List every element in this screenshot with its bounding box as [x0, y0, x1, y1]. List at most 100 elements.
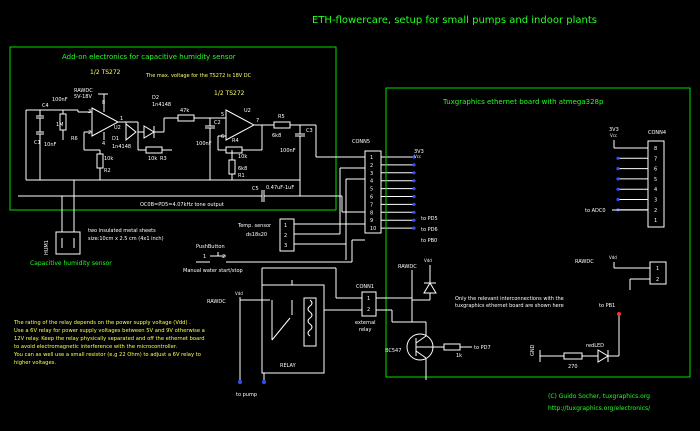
c4-value: 100nF — [52, 97, 68, 103]
conn5-pin-8: 8 — [370, 210, 373, 216]
pushbutton-caption: Manual water start/stop — [183, 268, 243, 274]
u2b-pin5: 5 — [221, 112, 224, 118]
conn4-label: CONN4 — [648, 130, 666, 136]
conn5-pin-dot — [412, 194, 416, 199]
conn5-label: CONN5 — [352, 139, 370, 145]
hum1-label: HUM1 — [44, 240, 50, 255]
d2-diode — [143, 125, 155, 139]
conn4-vcc: Vcc — [610, 133, 617, 138]
addon-rawdc-range: 5V-18V — [74, 94, 92, 100]
external-relay-2: relay — [359, 327, 371, 333]
relay-coil — [303, 297, 317, 347]
external-relay-1: external — [355, 320, 376, 326]
to-pd6-label: to PD6 — [421, 227, 438, 233]
u2a-label: U2 — [114, 125, 121, 131]
conn4-pin-2: 2 — [654, 208, 657, 214]
temp-pin-1: 1 — [284, 223, 287, 229]
opamp-u2b — [225, 109, 256, 141]
board-vdd-2: Vdd — [424, 258, 432, 263]
r2-value: 10k — [104, 156, 113, 162]
red-led — [597, 349, 609, 363]
pump-terminal-1 — [238, 380, 242, 384]
pushbutton-label: PushButton — [196, 244, 225, 250]
r3-resistor — [145, 146, 163, 154]
c5-value: 0.47uF-1uF — [266, 185, 294, 191]
conn5-pin-dot — [412, 171, 416, 175]
sensor-desc-2: size:10cm x 2.5 cm (4x1 inch) — [88, 236, 164, 242]
conn4-header — [647, 140, 665, 228]
conn5-pin-dot — [412, 210, 416, 214]
conn5-pin-1: 1 — [370, 155, 373, 161]
conn5-pin-5: 5 — [370, 187, 373, 193]
relay-note-1: The rating of the relay depends on the p… — [13, 320, 191, 326]
footer-url: http://tuxgraphics.org/electronics/ — [548, 405, 651, 412]
conn5-3v3: 3V3 — [414, 149, 424, 155]
footer-credit: (C) Guido Socher, tuxgraphics.org — [548, 393, 650, 400]
r3-value: 10k — [148, 156, 157, 162]
conn4-pin-dot — [616, 187, 620, 191]
board-note-1: Only the relevant interconnections with … — [455, 296, 564, 302]
d1-label: D1 — [112, 136, 119, 142]
opamp1-label: 1/2 TS272 — [90, 69, 121, 76]
r270-value: 270 — [568, 364, 578, 370]
u2b-pin6: 6 — [221, 134, 224, 140]
to-pump-label: to pump — [236, 392, 257, 398]
conn5-pin-6: 6 — [370, 195, 373, 201]
conn4-pin-8: 8 — [654, 146, 657, 152]
relay — [261, 284, 325, 374]
conn4-pin-6: 6 — [654, 167, 657, 173]
c1-value: 10nF — [44, 142, 57, 148]
c1-label: C1 — [34, 140, 41, 146]
r5-resistor — [273, 121, 291, 129]
addon-frame — [9, 46, 337, 211]
to-pb0-label: to PB0 — [421, 238, 437, 244]
u2a-pin4: 4 — [102, 141, 105, 147]
power-header — [649, 261, 667, 285]
addon-heading: Add-on electronics for capacitive humidi… — [62, 53, 236, 61]
conn4-3v3: 3V3 — [609, 127, 619, 133]
d1-value: 1n4148 — [112, 144, 131, 150]
d2-label: D2 — [152, 95, 159, 101]
power-pin-2: 2 — [656, 277, 659, 283]
conn4-pin-5: 5 — [654, 177, 657, 183]
r2-resistor — [96, 153, 104, 169]
c5-label: C5 — [252, 186, 259, 192]
addon-rawdc: RAWDC — [74, 88, 93, 94]
relay-label: RELAY — [280, 363, 297, 369]
r6-value: 1M — [56, 122, 64, 128]
c3-value: 100nF — [280, 148, 296, 154]
conn4-pin-1: 1 — [654, 218, 657, 224]
r1-label: R1 — [238, 173, 245, 179]
conn4-pin-dot — [616, 156, 620, 160]
conn5-pin-4: 4 — [370, 179, 373, 185]
pb1-junction — [617, 312, 621, 316]
conn5-pin-dot — [412, 226, 416, 230]
conn5-pin-3: 3 — [370, 171, 373, 177]
power-pin-1: 1 — [656, 266, 659, 272]
conn4-pin-7: 7 — [654, 156, 657, 162]
r1k-resistor — [443, 343, 461, 351]
flyback-diode — [423, 282, 437, 294]
r3-label: R3 — [160, 156, 167, 162]
relay-note-6: higher voltages. — [14, 360, 56, 366]
conn5-pin-dot — [412, 155, 416, 159]
sensor-desc-1: two insulated metal sheets — [88, 228, 156, 234]
pushbutton-pin-2: 2 — [222, 254, 225, 260]
temp-sensor-label-1: Temp. sensor — [237, 223, 272, 229]
conn4-pin-4: 4 — [654, 187, 657, 193]
relay-rawdc: RAWDC — [207, 299, 226, 305]
board-rawdc-2: RAWDC — [398, 264, 417, 270]
sensor-caption: Capacitive humidity sensor — [30, 260, 112, 267]
c2-value: 100nF — [196, 141, 212, 147]
conn5-pin-dot — [412, 163, 416, 167]
conn5-pin-dot — [412, 187, 416, 191]
conn5-vcc: Vcc — [414, 154, 421, 159]
conn4-pin-dot — [616, 177, 620, 181]
relay-vdd: Vdd — [235, 291, 243, 296]
conn1-label: CONN1 — [356, 284, 374, 290]
tone-output-label: OC0B=PD5=4.07kHz tone output — [140, 202, 224, 208]
relay-note-2: Use a 6V relay for power supply voltages… — [14, 328, 205, 334]
board-heading: Tuxgraphics ethernet board with atmega32… — [442, 98, 604, 106]
